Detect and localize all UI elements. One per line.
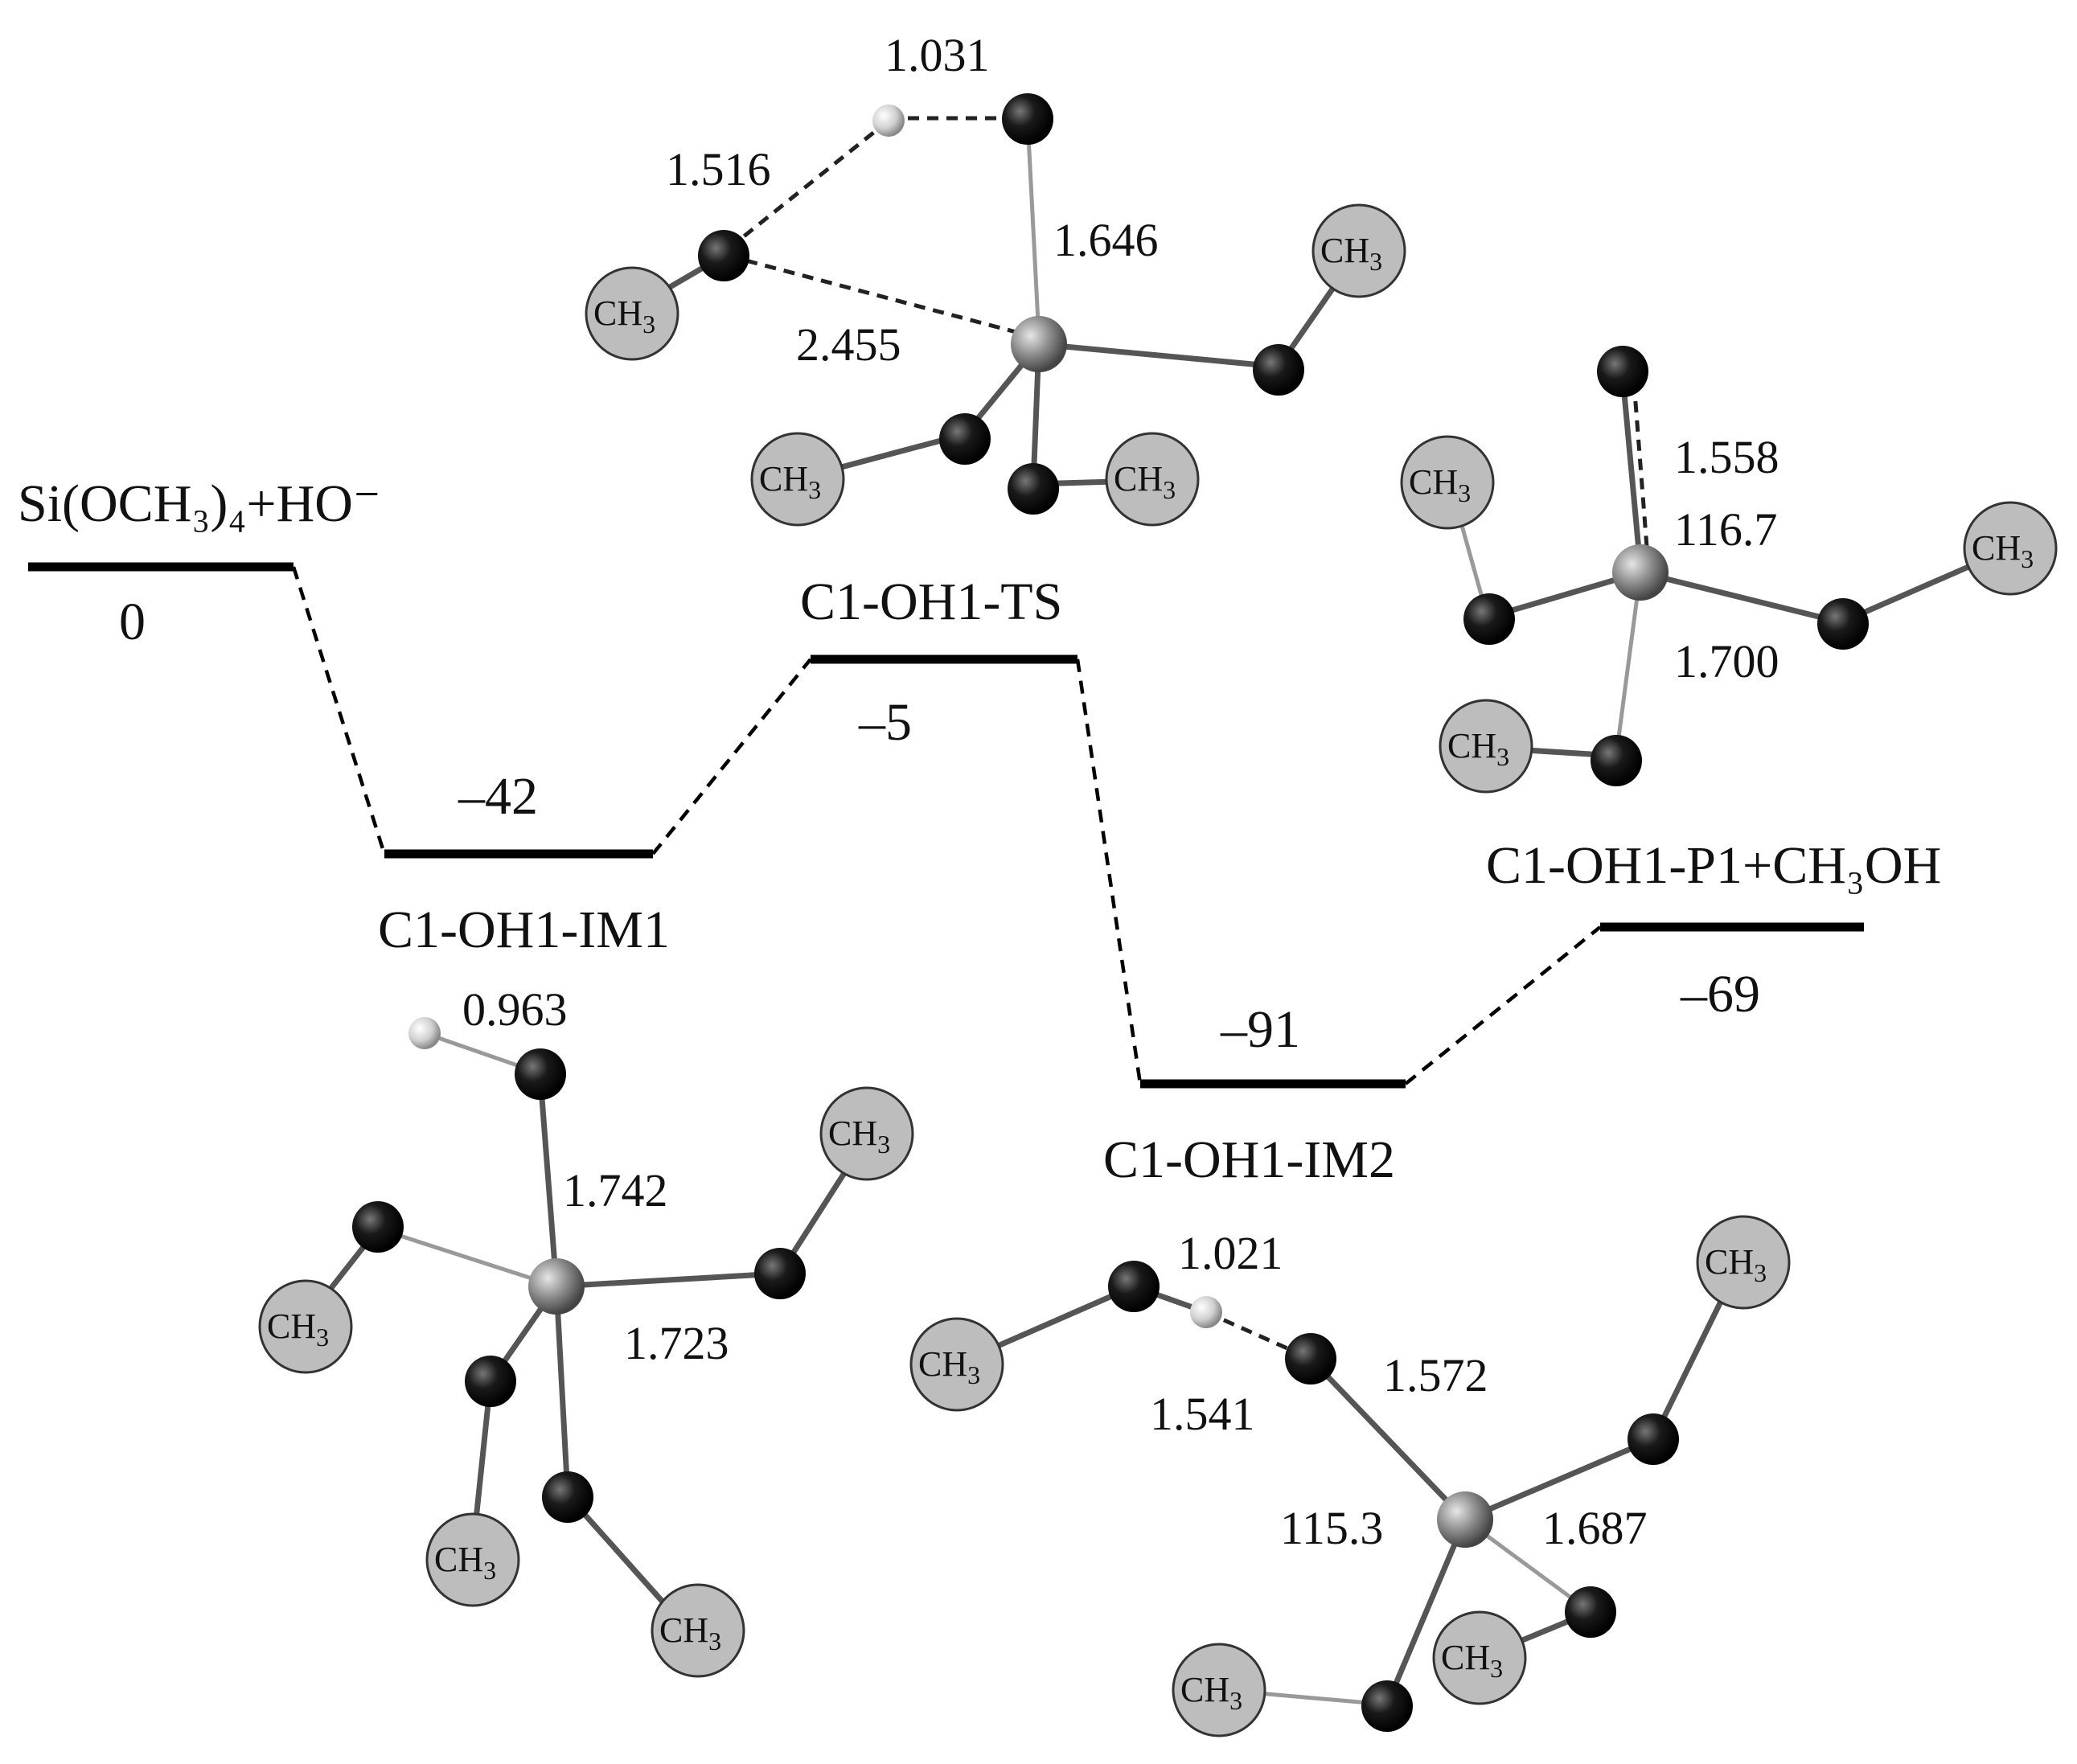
oxygen-atom [754,1248,806,1299]
connector-im2-product [1404,925,1602,1085]
hydrogen-atom [1190,1296,1222,1328]
im1-label: C1-OH1-IM1 [378,900,670,959]
connector-ts-im2 [1075,658,1143,1085]
ts-molecule: CH3 CH3 CH3 CH3 1.031 1.516 1.646 2.455 [585,29,1406,527]
product-angle-label: 116.7 [1674,503,1777,556]
product-distance-label: 1.558 [1674,431,1779,483]
ts-energy: –5 [858,693,912,752]
svg-text:CH3: CH3 [659,1610,721,1655]
oxygen-atom [698,230,749,281]
silicon-atom [1612,544,1669,601]
svg-text:CH3: CH3 [593,293,655,338]
oxygen-atom [1002,93,1053,145]
im1-energy: –42 [458,767,538,826]
connector-reactant-im1 [291,566,387,855]
svg-text:CH3: CH3 [434,1540,496,1585]
ts-distance-label: 2.455 [796,318,901,371]
oxygen-atom [1008,463,1059,515]
oxygen-atom [542,1471,593,1523]
ts-distance-label: 1.031 [885,29,990,81]
ts-label: C1-OH1-TS [800,572,1062,631]
reactant-energy: 0 [119,593,146,651]
methyl-group [1439,699,1533,794]
reactant-label: Si(OCH₃)₄+HO⁻ [18,474,381,533]
svg-text:CH3: CH3 [1180,1670,1242,1715]
svg-text:CH3: CH3 [1705,1242,1767,1287]
svg-text:CH3: CH3 [267,1307,329,1352]
svg-text:CH3: CH3 [1320,231,1382,276]
svg-text:CH3: CH3 [1114,459,1176,504]
svg-text:CH3: CH3 [1441,1638,1503,1683]
methyl-group [1311,203,1406,298]
svg-text:CH3: CH3 [759,459,821,504]
methyl-group [258,1279,353,1374]
im2-energy: –91 [1220,1000,1300,1059]
methyl-group [1432,1610,1527,1705]
methyl-group [425,1512,520,1607]
im2-molecule: CH3 CH3 CH3 CH3 1.021 1.572 1.541 115.3 … [909,1215,1791,1737]
im2-distance-label: 1.021 [1178,1227,1283,1279]
hydrogen-atom [872,105,905,137]
methyl-group [1172,1643,1266,1737]
svg-text:CH3: CH3 [1447,726,1509,771]
methyl-group [585,266,679,361]
oxygen-atom [1253,344,1304,396]
methyl-group [1696,1215,1791,1310]
product-label: C1-OH1-P1+CH₃OH [1486,836,1941,895]
oxygen-atom [1597,346,1648,397]
oxygen-atom [465,1356,516,1407]
im1-distance-label: 0.963 [462,983,568,1036]
product-distance-label: 1.700 [1674,635,1779,687]
im2-distance-label: 1.687 [1542,1502,1648,1554]
silicon-atom [1437,1491,1493,1548]
methyl-group [1105,432,1200,527]
im2-label: C1-OH1-IM2 [1103,1130,1395,1189]
im1-distance-label: 1.723 [624,1317,729,1369]
oxygen-atom [515,1048,566,1100]
svg-text:CH3: CH3 [1972,528,2034,573]
silicon-atom [1011,316,1067,372]
methyl-group [651,1583,745,1678]
ts-distance-label: 1.646 [1053,214,1159,266]
product-energy: –69 [1680,965,1760,1024]
oxygen-atom [1361,1680,1413,1732]
svg-text:CH3: CH3 [918,1344,980,1389]
oxygen-atom [1565,1586,1616,1638]
ts-distance-label: 1.516 [666,143,771,195]
oxygen-atom [352,1201,404,1253]
oxygen-atom [939,413,991,465]
oxygen-atom [1285,1333,1336,1385]
im1-distance-label: 1.742 [563,1164,668,1216]
connector-im1-ts [651,658,812,855]
oxygen-atom [1591,735,1642,786]
svg-text:CH3: CH3 [1409,462,1471,507]
methyl-group [750,432,845,527]
oxygen-atom [1463,593,1515,645]
methyl-group [1963,501,2058,596]
product-molecule: CH3 CH3 CH3 1.558 116.7 1.700 [1400,346,2058,794]
oxygen-atom [1108,1261,1160,1312]
silicon-atom [528,1258,585,1315]
svg-text:CH3: CH3 [828,1114,890,1159]
im2-distance-label: 1.541 [1150,1388,1255,1440]
im1-molecule: CH3 CH3 CH3 CH3 0.963 1.742 1.723 [258,983,914,1678]
im2-angle-label: 115.3 [1280,1502,1383,1554]
hydrogen-atom [408,1017,441,1049]
methyl-group [819,1086,914,1181]
oxygen-atom [1628,1413,1679,1465]
methyl-group [909,1317,1004,1412]
oxygen-atom [1817,598,1869,650]
im2-distance-label: 1.572 [1383,1349,1488,1401]
methyl-group [1400,435,1495,530]
